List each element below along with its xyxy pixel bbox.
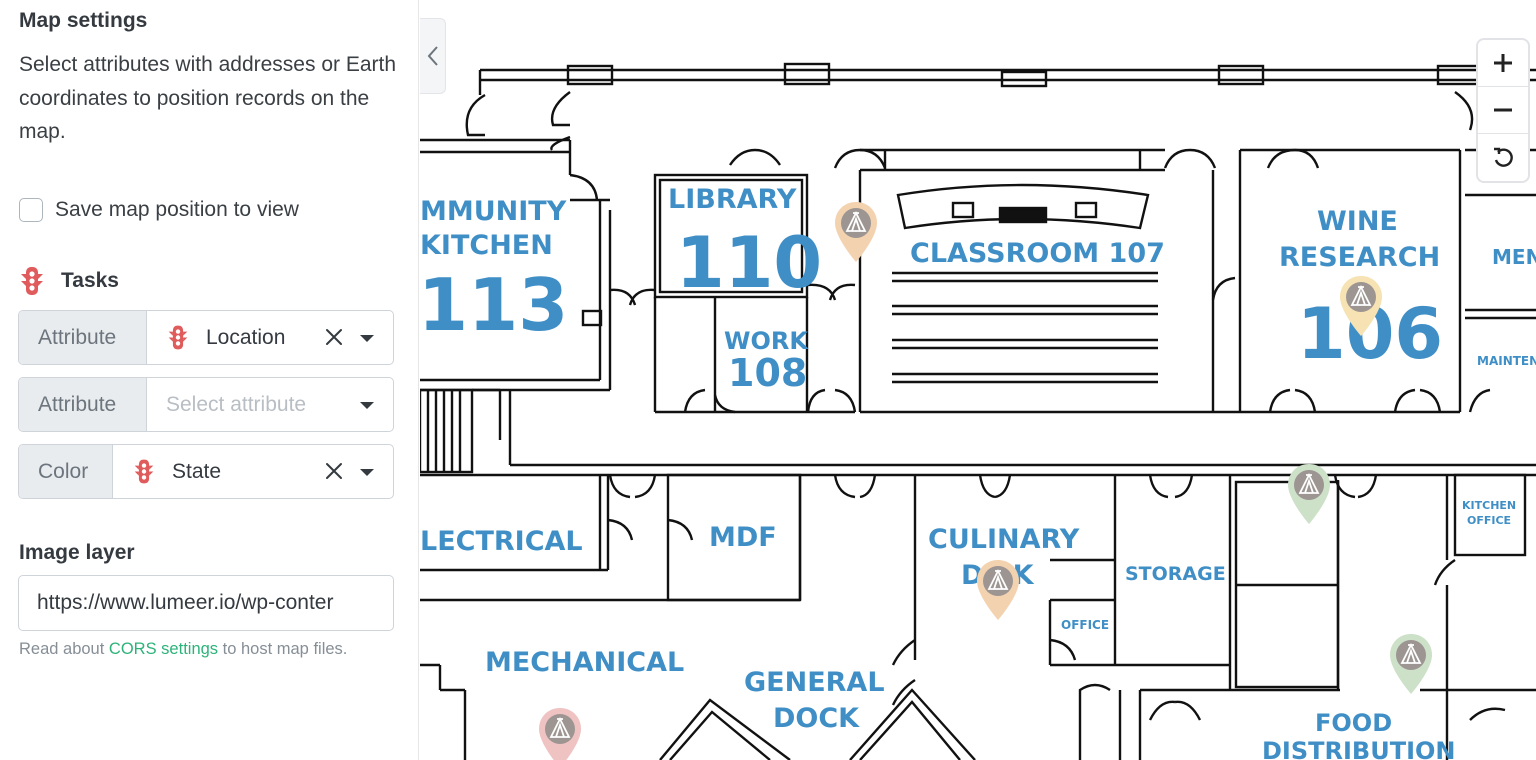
- clear-icon[interactable]: [323, 326, 345, 348]
- room-number-113: 113: [420, 263, 568, 347]
- zoom-out-button[interactable]: [1478, 87, 1528, 134]
- room-label-work: WORK: [724, 327, 809, 355]
- map-marker-pin[interactable]: [537, 706, 583, 760]
- map-settings-description: Select attributes with addresses or Eart…: [19, 53, 397, 143]
- room-label-kitchen: KITCHEN: [420, 230, 553, 261]
- color-prefix-label: Color: [19, 445, 113, 498]
- room-label-research: RESEARCH: [1279, 242, 1440, 273]
- image-layer-help: Read about CORS settings to host map fil…: [19, 640, 347, 659]
- attribute-prefix-label: Attribute: [19, 378, 147, 431]
- traffic-light-icon: [21, 267, 43, 295]
- save-position-label[interactable]: Save map position to view: [55, 198, 299, 221]
- rotate-reset-icon: [1494, 147, 1513, 167]
- attribute-dropdown[interactable]: Location: [147, 311, 393, 364]
- traffic-light-icon: [168, 325, 188, 350]
- tasks-collection-header: Tasks: [19, 266, 119, 296]
- room-label-kitchen-office-2: OFFICE: [1467, 514, 1511, 527]
- image-layer-title: Image layer: [19, 541, 135, 564]
- attribute-value: Location: [206, 325, 286, 349]
- color-dropdown[interactable]: State: [113, 445, 393, 498]
- room-label-wine: WINE: [1317, 206, 1398, 237]
- zoom-in-button[interactable]: [1478, 40, 1528, 87]
- color-value: State: [172, 459, 222, 483]
- collapse-sidebar-button[interactable]: [420, 18, 446, 94]
- chevron-down-icon[interactable]: [360, 335, 374, 342]
- cors-settings-link[interactable]: CORS settings: [108, 640, 219, 658]
- minus-icon: [1494, 108, 1512, 112]
- room-number-110: 110: [676, 222, 822, 304]
- tasks-label: Tasks: [61, 269, 119, 292]
- room-label-dock: DOCK: [773, 703, 860, 734]
- attribute-prefix-label: Attribute: [19, 311, 147, 364]
- map-settings-title: Map settings: [19, 9, 148, 32]
- room-label-general: GENERAL: [744, 667, 885, 698]
- room-number-108: 108: [728, 351, 807, 395]
- help-text-before: Read about: [19, 640, 105, 658]
- help-text-after: to host map files.: [222, 640, 348, 658]
- room-label-kitchen-office-1: KITCHEN: [1462, 499, 1516, 512]
- settings-sidebar: Map settings Select attributes with addr…: [0, 0, 419, 760]
- map-marker-pin[interactable]: [1388, 632, 1434, 696]
- map-marker-pin[interactable]: [1286, 462, 1332, 526]
- attribute-dropdown[interactable]: Select attribute: [147, 378, 393, 431]
- map-marker-pin[interactable]: [975, 558, 1021, 622]
- plus-icon: [1494, 54, 1512, 72]
- floor-plan-map[interactable]: MMUNITY KITCHEN 113 LIBRARY 110 CLASSROO…: [420, 0, 1536, 760]
- attribute-select-location[interactable]: Attribute Location: [18, 310, 394, 365]
- image-layer-url-input[interactable]: [18, 575, 394, 631]
- traffic-light-icon: [134, 459, 154, 484]
- map-marker-pin[interactable]: [1338, 274, 1384, 338]
- map-marker-pin[interactable]: [833, 200, 879, 264]
- room-label-food: FOOD: [1315, 709, 1392, 737]
- reset-view-button[interactable]: [1478, 134, 1528, 181]
- room-label-library: LIBRARY: [668, 184, 797, 215]
- save-position-checkbox[interactable]: [19, 198, 43, 222]
- room-label-office: OFFICE: [1061, 618, 1109, 632]
- room-label-storage: STORAGE: [1125, 563, 1226, 585]
- room-label-electrical: LECTRICAL: [420, 526, 583, 557]
- chevron-down-icon[interactable]: [360, 469, 374, 476]
- save-position-row[interactable]: Save map position to view: [19, 198, 299, 222]
- color-select-state[interactable]: Color State: [18, 444, 394, 499]
- attribute-placeholder: Select attribute: [166, 392, 307, 416]
- room-label-distribution: DISTRIBUTION: [1262, 737, 1456, 760]
- room-label-men: MEN: [1492, 245, 1536, 269]
- attribute-select-empty[interactable]: Attribute Select attribute: [18, 377, 394, 432]
- room-label-community: MMUNITY: [420, 196, 567, 227]
- room-label-classroom: CLASSROOM 107: [910, 238, 1165, 269]
- floor-plan-image: MMUNITY KITCHEN 113 LIBRARY 110 CLASSROO…: [420, 62, 1536, 760]
- room-label-mdf: MDF: [709, 522, 777, 553]
- room-label-mechanical: MECHANICAL: [485, 647, 684, 678]
- room-label-culinary: CULINARY: [928, 524, 1080, 555]
- chevron-down-icon[interactable]: [360, 402, 374, 409]
- chevron-left-icon: [427, 46, 438, 66]
- zoom-controls: [1476, 38, 1530, 183]
- clear-icon[interactable]: [323, 460, 345, 482]
- room-label-maintenance: MAINTEN: [1477, 354, 1536, 368]
